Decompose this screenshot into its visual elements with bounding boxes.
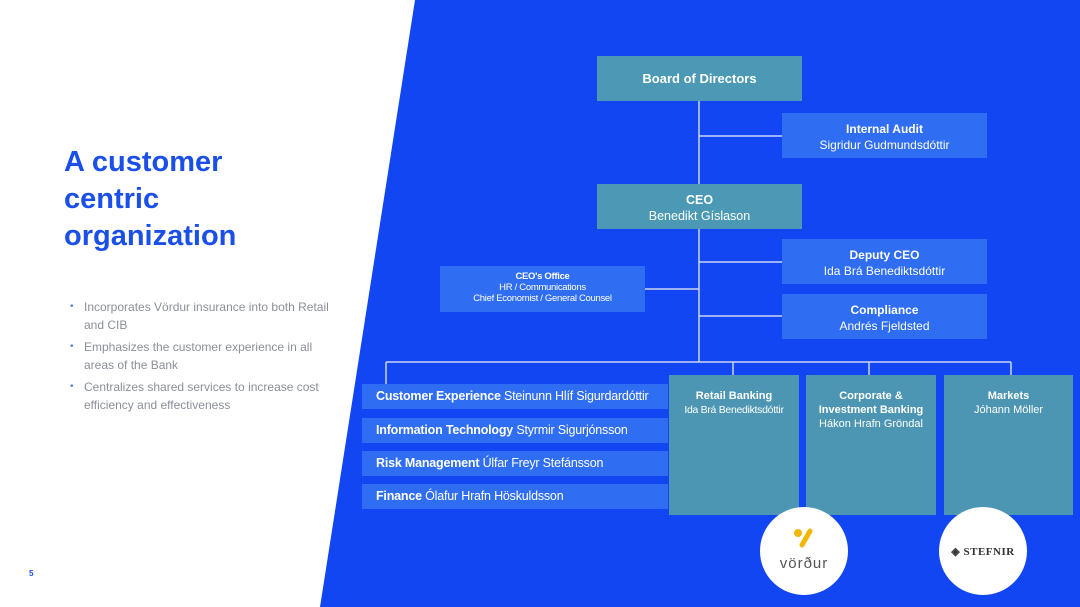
vordur-mark-icon [794, 528, 813, 548]
business-unit-title: Retail Banking [695, 390, 773, 402]
internal-audit-title: Internal Audit [846, 122, 923, 136]
function-name: Steinunn Hlíf Sigurdardóttir [504, 389, 649, 403]
stefnir-logo: ◈ STEFNIR [939, 507, 1027, 595]
internal-audit-name: Sigridur Gudmundsdóttir [819, 138, 950, 152]
function-title: Information Technology [376, 423, 514, 437]
function-name: Styrmir Sigurjónsson [516, 423, 628, 437]
title-line-1: A customer [64, 146, 223, 178]
page-number: 5 [29, 569, 34, 578]
bullet-list: • Incorporates Vördur insurance into both… [70, 298, 332, 418]
deputy-ceo-box: Deputy CEO Ida Brá Benediktsdóttir [782, 239, 987, 284]
business-unit-name: Ida Brá Benediktsdóttir [684, 404, 784, 416]
bullet-dot-icon: • [70, 381, 74, 392]
title-line-2: centric [64, 183, 160, 215]
bullet-item: • Emphasizes the customer experience in a… [70, 338, 332, 374]
business-unit-markets: Markets Jóhann Möller [944, 375, 1073, 515]
function-box-risk-management: Risk Management Úlfar Freyr Stefánsson [362, 451, 668, 476]
title-line-3: organization [64, 220, 237, 252]
business-unit-title: Corporate & [839, 390, 903, 402]
internal-audit-box: Internal Audit Sigridur Gudmundsdóttir [782, 113, 987, 158]
function-title: Risk Management [376, 456, 480, 470]
stefnir-wordmark: STEFNIR [963, 546, 1015, 558]
bullet-text: Incorporates Vördur insurance into both … [84, 300, 329, 332]
deputy-ceo-title: Deputy CEO [849, 248, 920, 262]
board-of-directors-box: Board of Directors [597, 56, 802, 101]
compliance-title: Compliance [850, 303, 919, 317]
function-box-finance: Finance Ólafur Hrafn Höskuldsson [362, 484, 668, 509]
stefnir-wordmark-container: ◈ STEFNIR [939, 545, 1027, 558]
ceo-box: CEO Benedikt Gíslason [597, 184, 802, 229]
business-unit-corporate-investment-banking: Corporate & Investment Banking Hákon Hra… [806, 375, 936, 515]
bullet-text: Centralizes shared services to increase … [84, 380, 319, 412]
business-unit-name: Hákon Hrafn Gröndal [819, 418, 923, 430]
business-unit-title-line-2: Investment Banking [818, 404, 924, 416]
compliance-box: Compliance Andrés Fjeldsted [782, 294, 987, 339]
bullet-dot-icon: • [70, 301, 74, 312]
ceo-office-line-2: Chief Economist / General Counsel [473, 293, 612, 304]
function-title: Finance [376, 489, 422, 503]
function-title: Customer Experience [376, 389, 501, 403]
deputy-ceo-name: Ida Brá Benediktsdóttir [823, 264, 946, 278]
function-box-customer-experience: Customer Experience Steinunn Hlíf Sigurd… [362, 384, 668, 409]
ceo-office-title: CEO's Office [515, 271, 570, 282]
bullet-dot-icon: • [70, 341, 74, 352]
bullet-item: • Incorporates Vördur insurance into both… [70, 298, 332, 334]
function-box-information-technology: Information Technology Styrmir Sigurjóns… [362, 418, 668, 443]
ceo-name: Benedikt Gíslason [648, 209, 751, 223]
bullet-text: Emphasizes the customer experience in al… [84, 340, 313, 372]
board-title: Board of Directors [642, 71, 757, 86]
compliance-name: Andrés Fjeldsted [839, 319, 930, 333]
vordur-logo: vörður [760, 507, 848, 595]
business-unit-retail-banking: Retail Banking Ida Brá Benediktsdóttir [669, 375, 799, 515]
stefnir-emblem-icon: ◈ [951, 546, 961, 558]
ceo-office-box: CEO's Office HR / Communications Chief E… [440, 266, 645, 312]
bullet-item: • Centralizes shared services to increase… [70, 378, 332, 414]
ceo-office-line-1: HR / Communications [499, 282, 586, 293]
business-unit-name: Jóhann Möller [973, 404, 1044, 416]
business-unit-title: Markets [987, 390, 1030, 402]
slide-title: A customer centric organization [64, 144, 324, 255]
function-name: Úlfar Freyr Stefánsson [482, 456, 604, 470]
function-name: Ólafur Hrafn Höskuldsson [425, 489, 564, 503]
vordur-wordmark: vörður [779, 555, 829, 572]
ceo-title: CEO [685, 193, 714, 207]
